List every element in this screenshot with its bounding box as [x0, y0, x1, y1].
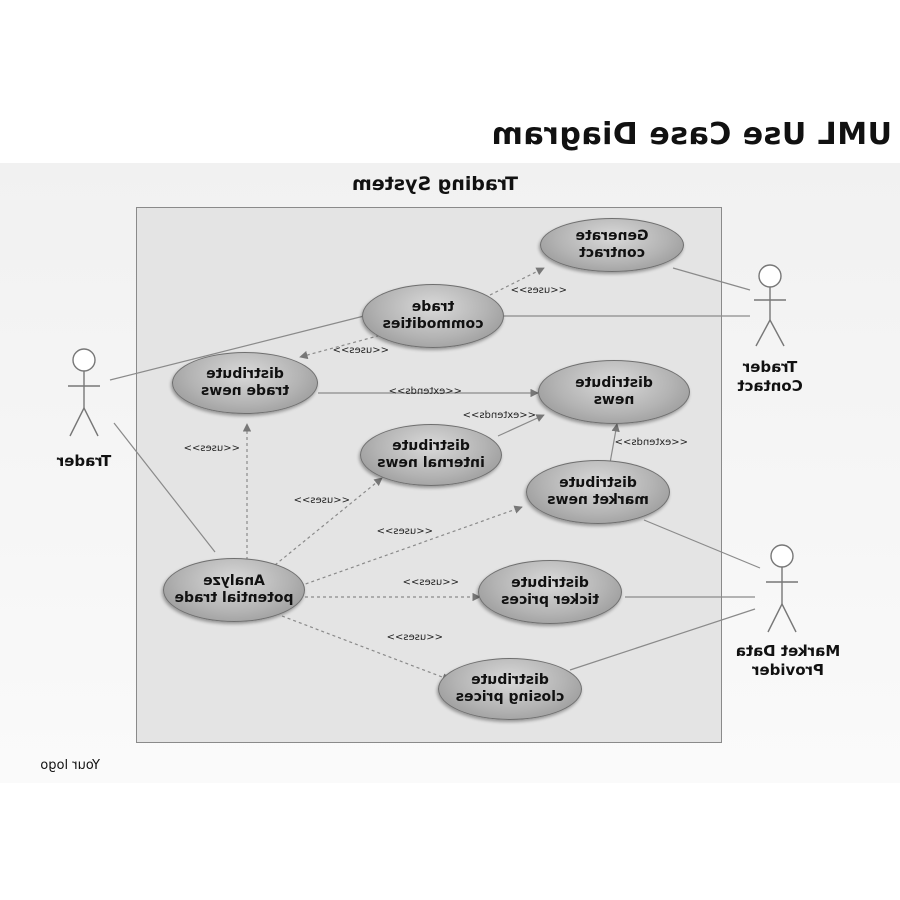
assoc-trader-contact-generate: [672, 267, 751, 291]
usecase-distribute-market-news: distribute market news: [526, 460, 670, 524]
assoc-mdp-closing: [569, 608, 756, 671]
actor-head: [72, 348, 96, 372]
rel-uses-trade-news: <<uses>>: [332, 345, 389, 356]
rel-extends-internal-news: <<extends>>: [462, 410, 536, 421]
dep-trade-tradenews: [299, 333, 386, 360]
usecase-distribute-internal-news: distribute internal news: [360, 424, 502, 486]
assoc-trader-analyze: [113, 422, 216, 553]
actor-leg-right: [69, 407, 85, 437]
usecase-trade-commodities: trade commodities: [362, 284, 504, 348]
usecase-distribute-trade-news: distribute trade news: [172, 352, 318, 414]
usecase-distribute-ticker-prices: distribute ticker prices: [478, 560, 622, 624]
rel-extends-trade-news: <<extends>>: [388, 386, 462, 397]
rel-uses-ticker-prices: <<uses>>: [402, 577, 459, 588]
dep-trade-generate: [489, 267, 545, 296]
rel-uses-generate-contract: <<uses>>: [510, 285, 567, 296]
dep-analyze-closing: [281, 615, 451, 682]
actor-leg-left: [83, 407, 99, 437]
actor-leg-right: [767, 603, 783, 633]
actor-trader-label: Trader: [56, 452, 112, 470]
dep-market-news: [609, 423, 620, 464]
actor-trader-contact-figure: [754, 264, 786, 347]
usecase-analyze-potential-trade: Analyze potential trade: [163, 558, 305, 622]
actor-leg-left: [769, 319, 785, 347]
rel-uses-market-news: <<uses>>: [376, 526, 433, 537]
actor-head: [758, 264, 782, 288]
rel-uses-internal-news: <<uses>>: [293, 495, 350, 506]
rel-uses-closing-prices: <<uses>>: [386, 632, 443, 643]
usecase-distribute-news: distribute news: [538, 360, 690, 424]
usecase-generate-contract: Generate contract: [540, 218, 684, 272]
actor-market-data-provider-label: Market Data Provider: [735, 642, 841, 679]
rel-uses-analyze-trade-news: <<uses>>: [183, 443, 240, 454]
actor-trader-figure: [68, 348, 100, 437]
actor-trader-contact-label: Trader Contact: [737, 358, 803, 395]
assoc-trader-trade: [109, 315, 365, 381]
actor-head: [770, 544, 794, 568]
assoc-mdp-market: [643, 519, 761, 569]
rel-extends-market-news: <<extends>>: [614, 437, 688, 448]
actor-leg-left: [781, 603, 797, 633]
actor-market-data-provider-figure: [766, 544, 798, 633]
usecase-distribute-closing-prices: distribute closing prices: [438, 658, 582, 720]
logo-placeholder: Your logo: [40, 758, 100, 773]
dep-analyze-internal: [274, 477, 383, 566]
actor-leg-right: [755, 319, 771, 347]
dep-internal-news: [497, 414, 545, 437]
